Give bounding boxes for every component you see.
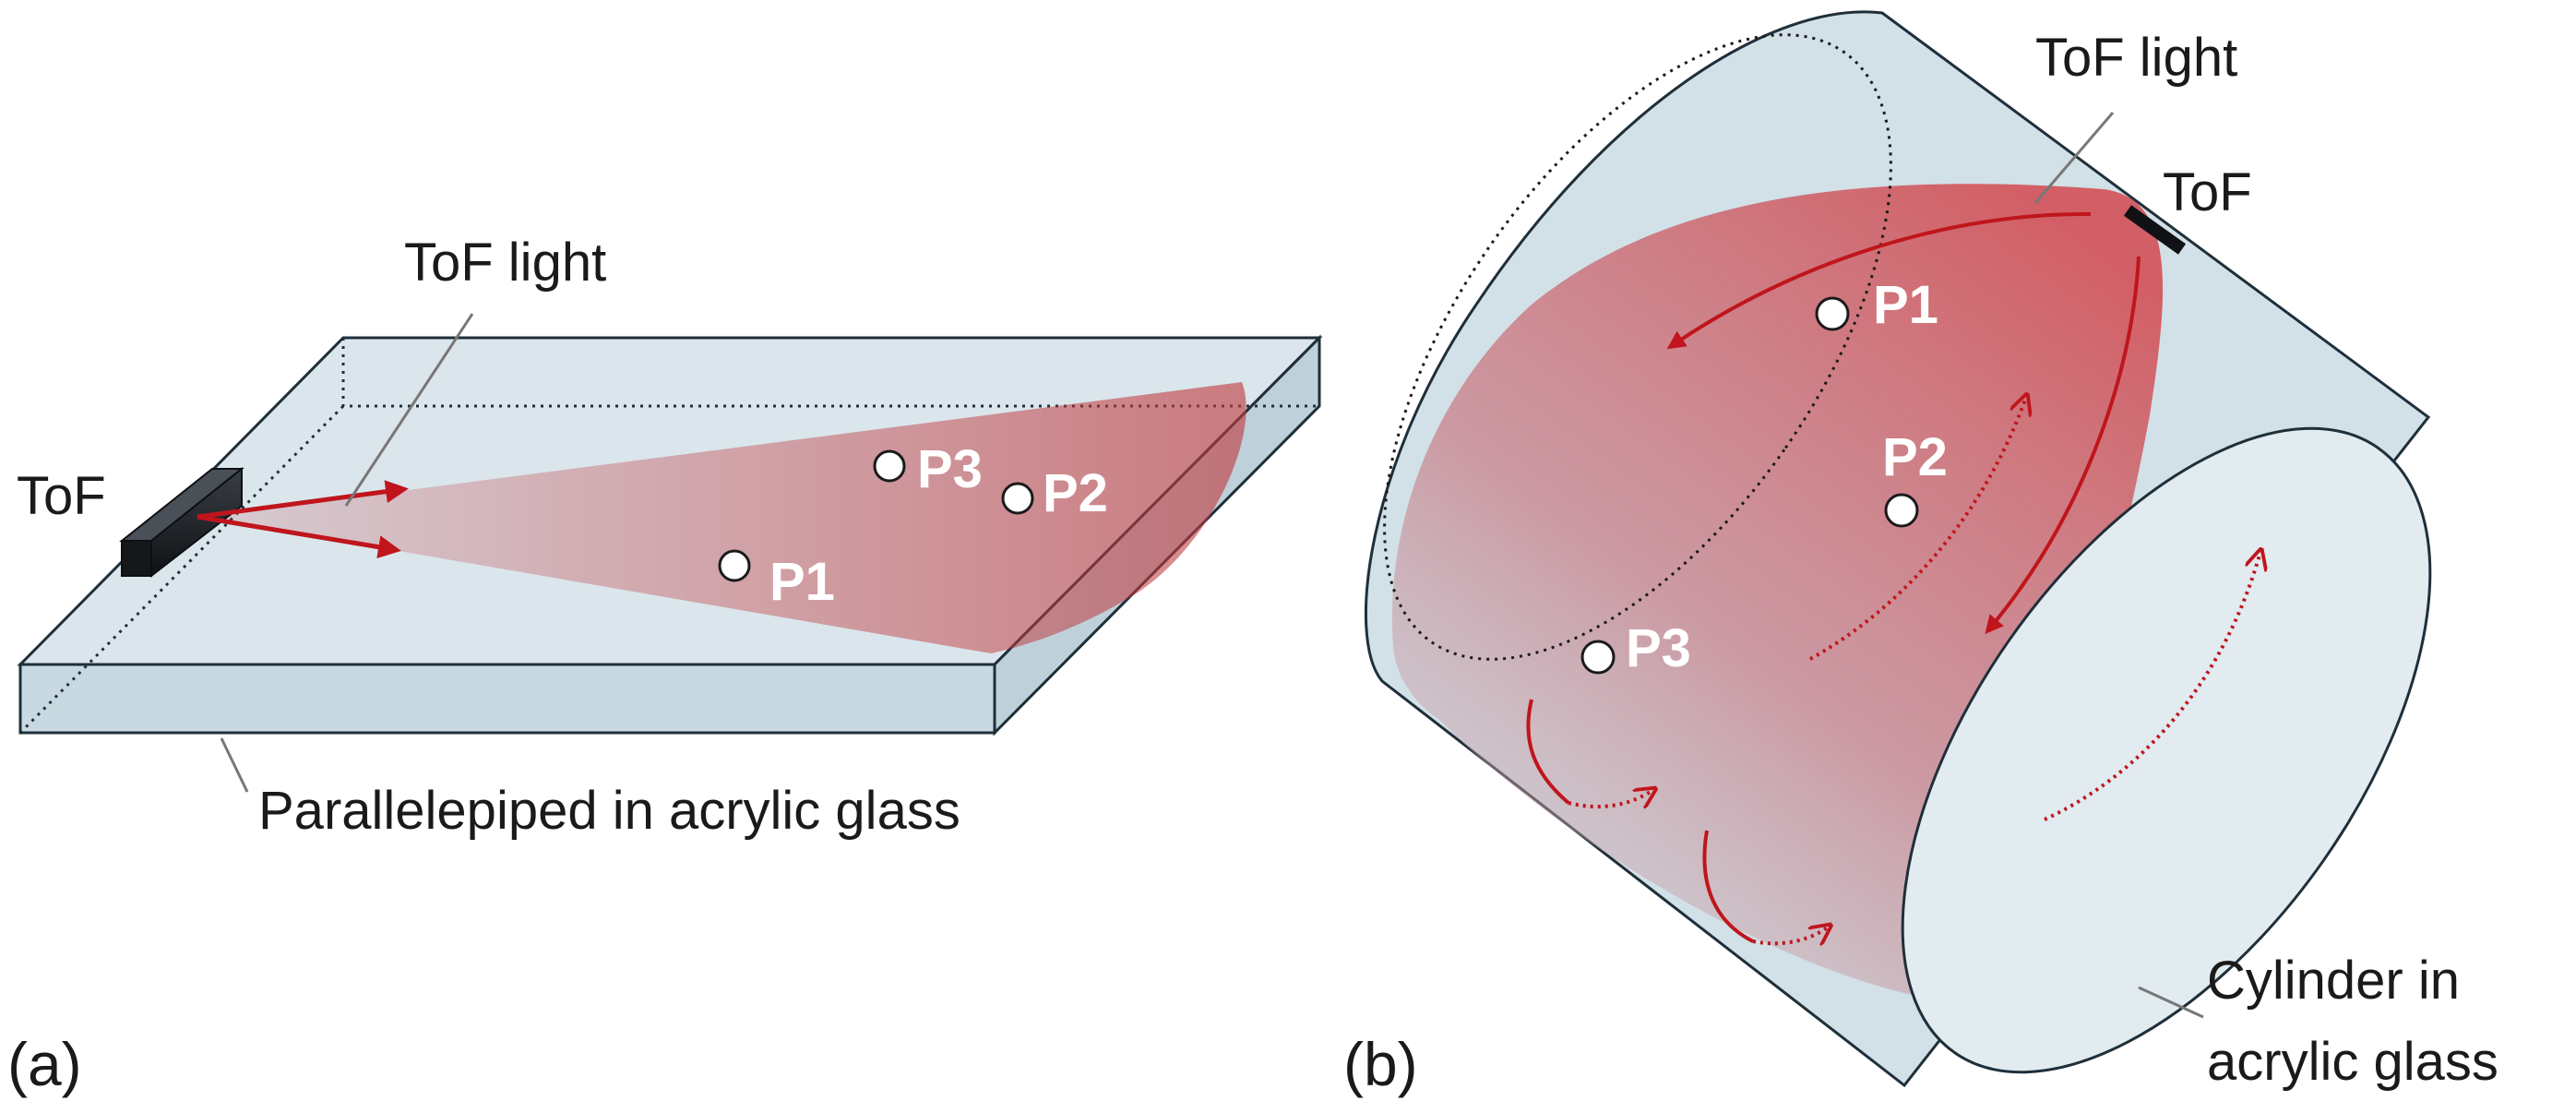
slab-front-face: [18, 663, 996, 735]
light-ray-lower: [197, 514, 401, 559]
point-label-p1-b: P1: [1873, 275, 1938, 335]
point-label-p1-a: P1: [769, 552, 835, 612]
point-label-p3-a: P3: [917, 439, 983, 499]
light-label-a: ToF light: [404, 233, 606, 293]
panel-b: P1 P2 P3 ToF light ToF Cylinder in acryl…: [1343, 10, 2498, 1098]
object-label-b-line1: Cylinder in: [2207, 951, 2460, 1011]
tof-sensor-b: [2123, 205, 2187, 255]
tof-sensor-a: [119, 466, 244, 579]
point-p2-b: [1884, 493, 1919, 528]
point-p1-b: [1815, 296, 1850, 331]
point-label-p2-b: P2: [1882, 427, 1948, 487]
object-label-leader-b: [2138, 986, 2204, 1019]
slab-hidden-edges: [18, 338, 1319, 735]
solid-arrow-top: [1666, 211, 2092, 350]
point-p1-a: [718, 549, 751, 582]
object-label-a: Parallelepiped in acrylic glass: [258, 781, 960, 841]
point-label-p3-b: P3: [1626, 618, 1691, 678]
tof-light-beam-a: [201, 382, 1246, 653]
front-end-face: [1901, 426, 2432, 1074]
point-p2-a: [1001, 482, 1034, 515]
panel-a: P1 P3 P2 ToF ToF light Parallelepiped in…: [7, 233, 1323, 1098]
panel-label-a: (a): [7, 1030, 82, 1098]
light-label-leader-b: [2033, 112, 2115, 204]
solid-hook-bottom: [1702, 830, 1754, 943]
solid-arrow-right: [1985, 256, 2141, 635]
solid-hook-left: [1526, 699, 1570, 805]
back-rim-dotted: [1383, 33, 1892, 661]
dotted-arrow-middle: [1809, 397, 2026, 661]
point-p3-b: [1580, 640, 1616, 675]
point-p3-a: [873, 449, 906, 483]
sensor-label-b: ToF: [2163, 162, 2252, 222]
object-label-leader-a: [220, 737, 249, 793]
object-label-b-line2: acrylic glass: [2207, 1032, 2498, 1092]
light-label-leader-a: [344, 313, 474, 507]
point-label-p2-a: P2: [1043, 463, 1108, 523]
dotted-arrow-bottom: [1752, 927, 1829, 943]
light-label-b: ToF light: [2035, 28, 2237, 88]
light-ray-upper: [197, 480, 409, 520]
panel-label-b: (b): [1343, 1030, 1418, 1098]
sensor-label-a: ToF: [17, 466, 106, 526]
